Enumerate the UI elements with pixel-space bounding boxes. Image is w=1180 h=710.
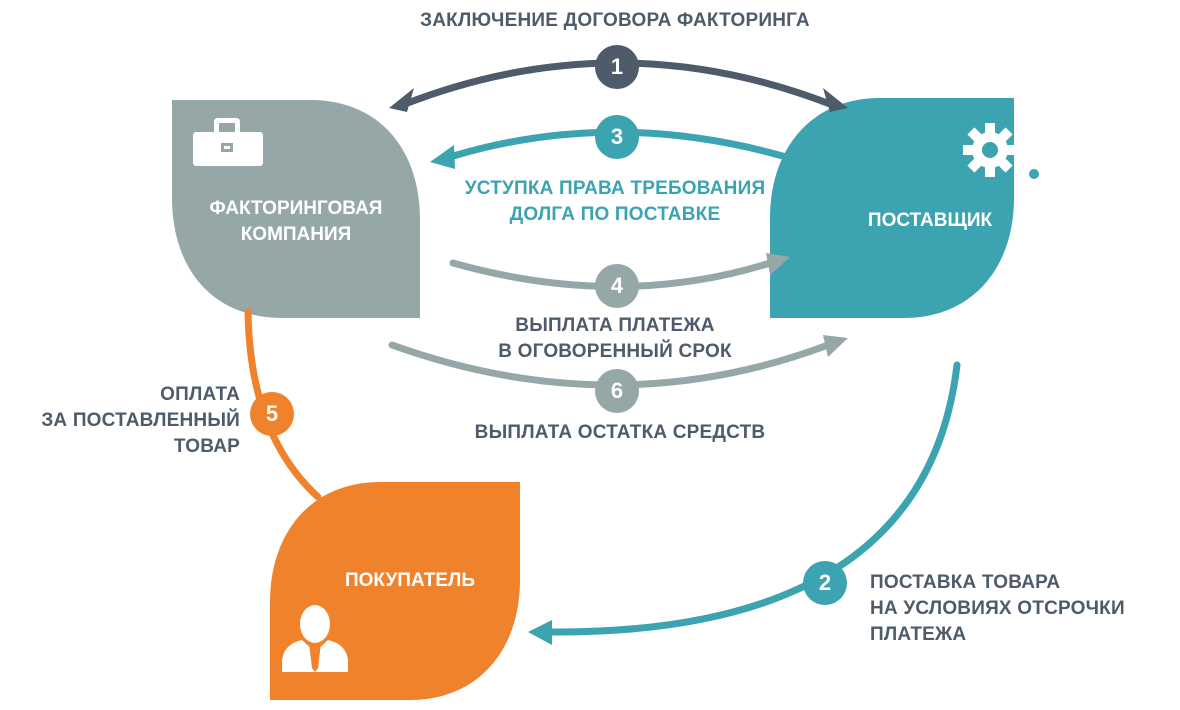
- step-3-label: УСТУПКА ПРАВА ТРЕБОВАНИЯ ДОЛГА ПО ПОСТАВ…: [420, 176, 810, 228]
- step-5-label-line-1: ОПЛАТА: [160, 384, 240, 405]
- step-5-label-line-2: ЗА ПОСТАВЛЕННЫЙ: [41, 410, 240, 431]
- supplier-title: ПОСТАВЩИК: [867, 210, 993, 231]
- step-2-badge: 2: [803, 561, 847, 605]
- step-1-label-line-1: ЗАКЛЮЧЕНИЕ ДОГОВОРА ФАКТОРИНГА: [420, 10, 810, 31]
- arrowhead-1-right: [823, 88, 848, 112]
- step-6-label: ВЫПЛАТА ОСТАТКА СРЕДСТВ: [440, 420, 800, 446]
- factoring-company-title: ФАКТОРИНГОВАЯ КОМПАНИЯ: [172, 196, 420, 248]
- step-3-badge: 3: [595, 115, 639, 159]
- step-4-badge: 4: [595, 264, 639, 308]
- step-6-label-line-1: ВЫПЛАТА ОСТАТКА СРЕДСТВ: [474, 422, 766, 443]
- arrowhead-3: [430, 145, 455, 169]
- step-5-label: ОПЛАТА ЗА ПОСТАВЛЕННЫЙ ТОВАР: [20, 382, 240, 460]
- step-4-label-line-1: ВЫПЛАТА ПЛАТЕЖА: [515, 315, 715, 336]
- person-icon: [282, 605, 348, 672]
- step-4-label-line-2: В ОГОВОРЕННЫЙ СРОК: [498, 341, 732, 362]
- step-4-label: ВЫПЛАТА ПЛАТЕЖА В ОГОВОРЕННЫЙ СРОК: [450, 313, 780, 365]
- step-2-label-line-1: ПОСТАВКА ТОВАРА: [870, 572, 1061, 593]
- gears-icon: [963, 123, 1051, 191]
- buyer-title: ПОКУПАТЕЛЬ: [344, 570, 476, 591]
- step-6-badge: 6: [595, 369, 639, 413]
- step-5-label-line-3: ТОВАР: [173, 436, 240, 457]
- step-1-badge: 1: [595, 45, 639, 89]
- step-2-label-line-2: НА УСЛОВИЯХ ОТСРОЧКИ: [870, 598, 1125, 619]
- step-2-label: ПОСТАВКА ТОВАРА НА УСЛОВИЯХ ОТСРОЧКИ ПЛА…: [870, 570, 1170, 648]
- step-3-label-line-1: УСТУПКА ПРАВА ТРЕБОВАНИЯ: [464, 178, 766, 199]
- step-2-label-line-3: ПЛАТЕЖА: [870, 624, 967, 645]
- arrowhead-4: [766, 253, 790, 275]
- arrowhead-1-left: [389, 88, 414, 112]
- arrowhead-6: [823, 335, 848, 357]
- arrowhead-2: [528, 620, 552, 645]
- step-5-badge: 5: [250, 392, 294, 436]
- step-1-label: ЗАКЛЮЧЕНИЕ ДОГОВОРА ФАКТОРИНГА: [360, 8, 870, 34]
- factoring-title-line-2: КОМПАНИЯ: [240, 224, 352, 245]
- briefcase-icon: [193, 118, 263, 166]
- factoring-title-line-1: ФАКТОРИНГОВАЯ: [209, 198, 383, 219]
- step-3-label-line-2: ДОЛГА ПО ПОСТАВКЕ: [509, 204, 721, 225]
- supplier-leaf: [770, 98, 1014, 318]
